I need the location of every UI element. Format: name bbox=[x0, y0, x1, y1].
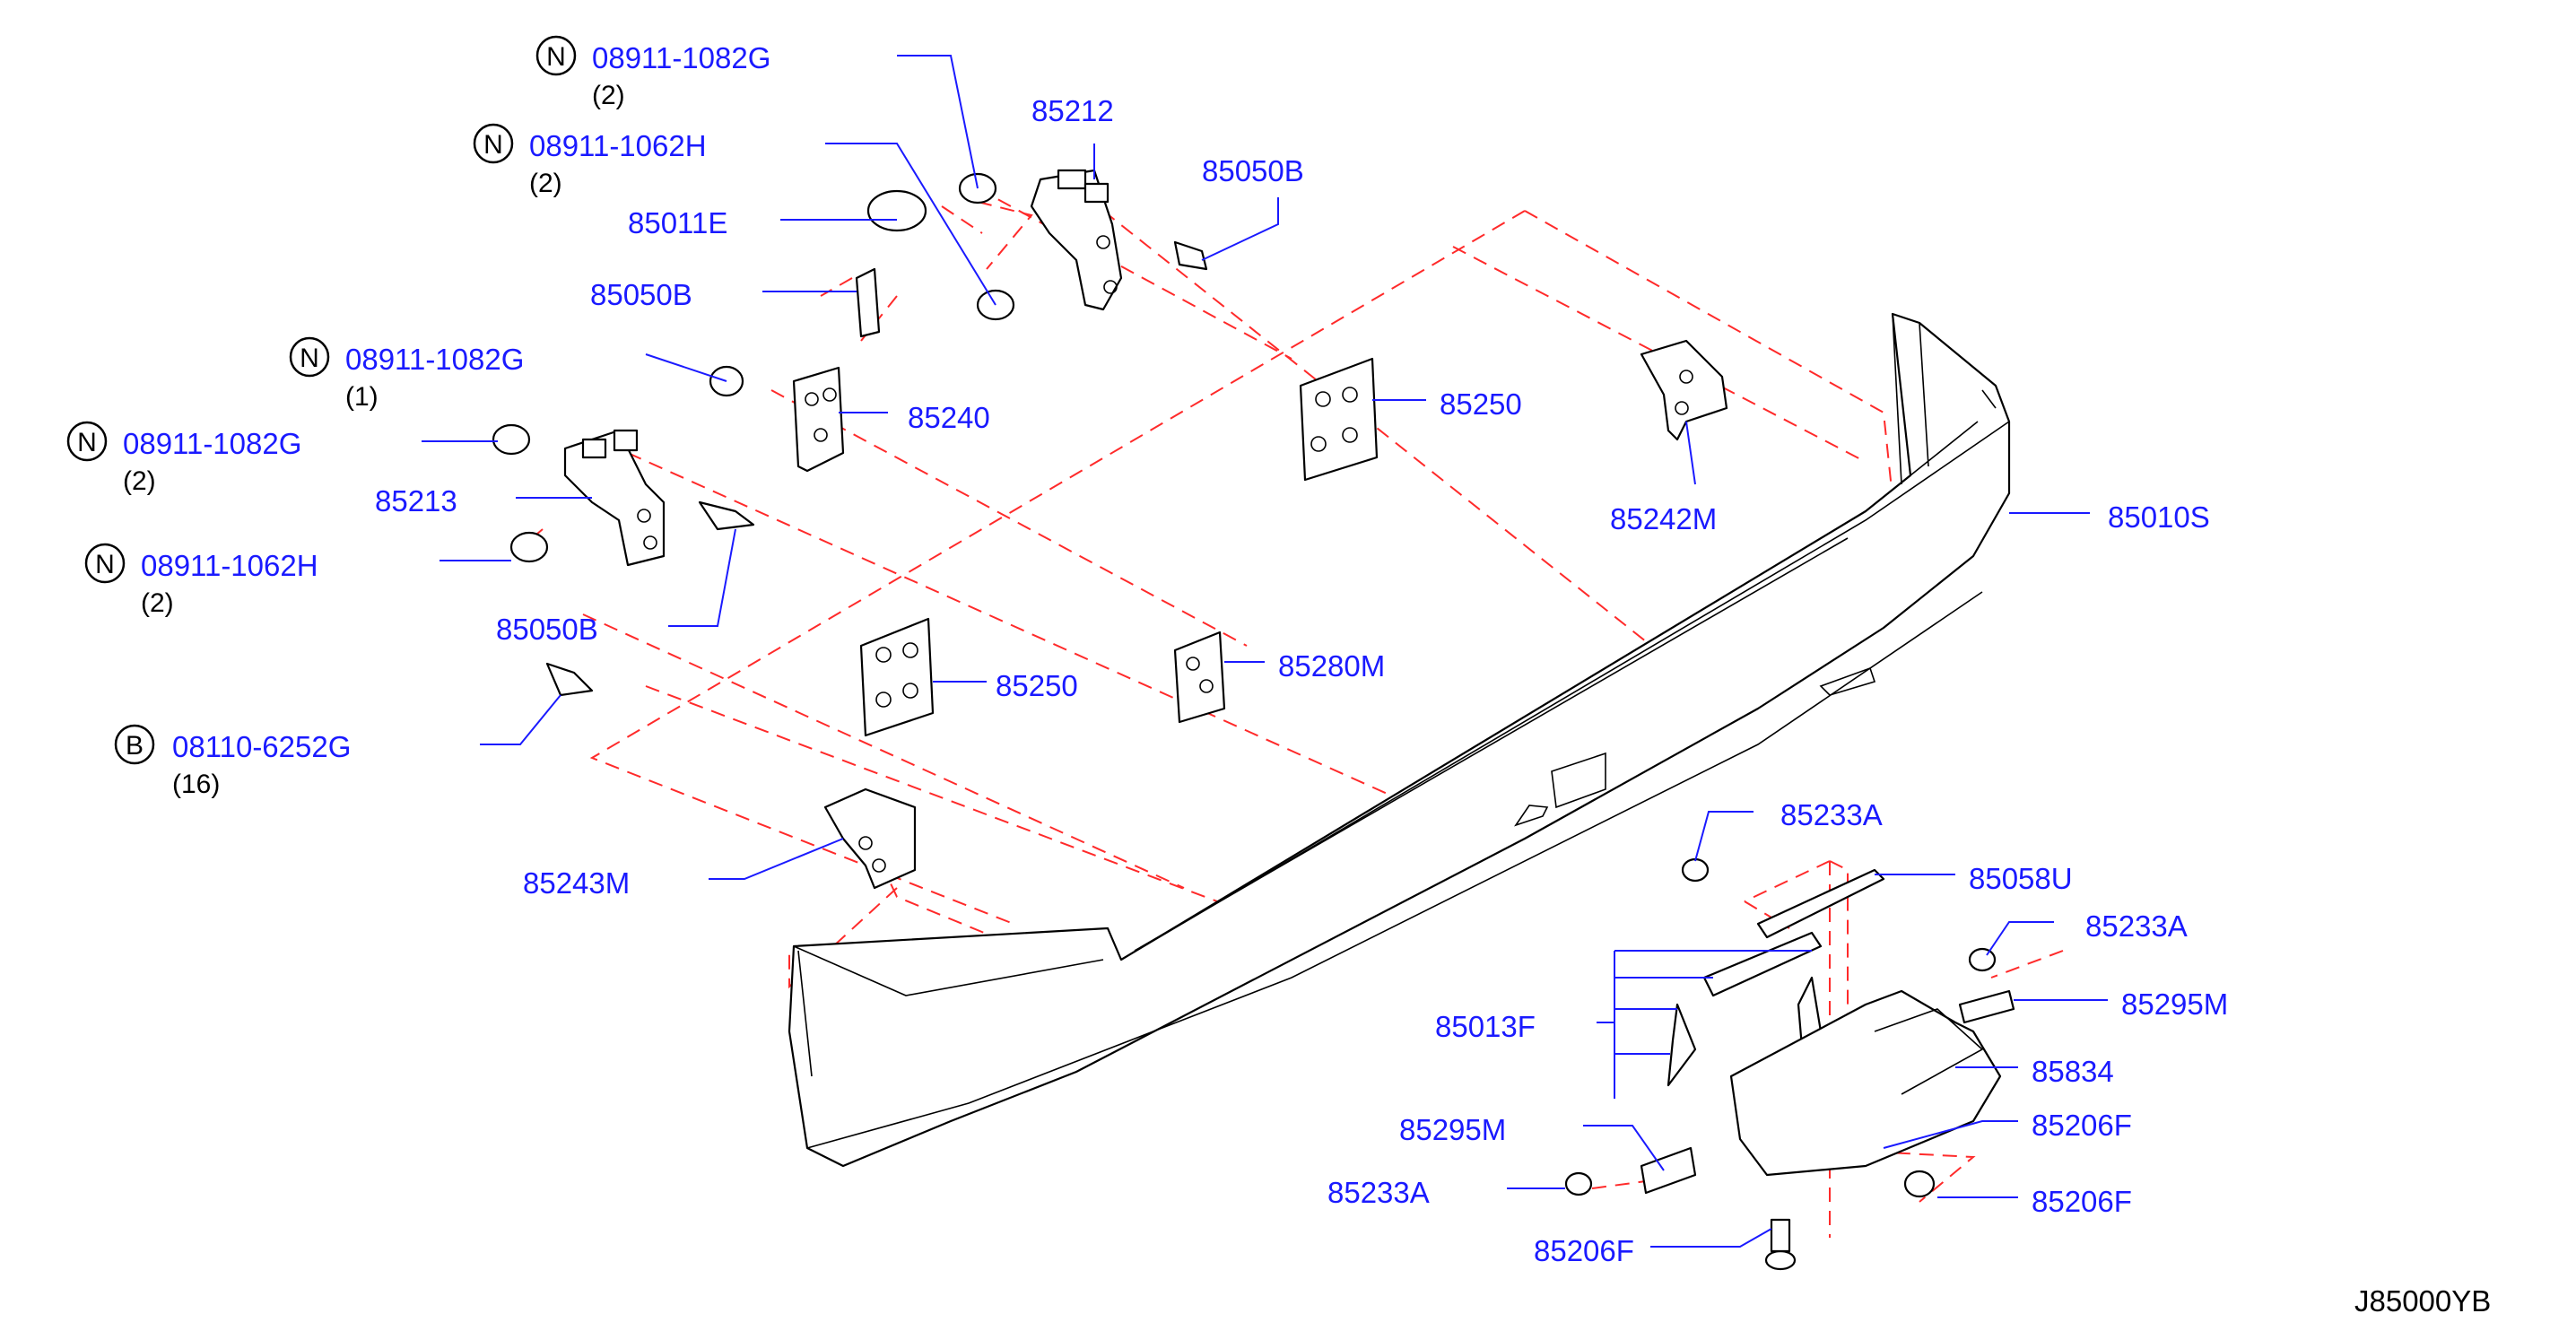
bracket-85240 bbox=[792, 366, 845, 473]
badge-p7: N bbox=[289, 336, 330, 378]
part-label-85010S[interactable]: 85010S bbox=[2108, 500, 2210, 534]
badge-p2: N bbox=[473, 123, 514, 164]
bracket-85213 bbox=[563, 429, 666, 567]
part-label-08911-1062H[interactable]: 08911-1062H bbox=[529, 129, 707, 162]
part-label-85295M[interactable]: 85295M bbox=[2121, 987, 2228, 1021]
part-qty: (1) bbox=[345, 382, 379, 412]
part-label-08110-6252G[interactable]: 08110-6252G bbox=[172, 730, 351, 763]
part-label-85243M[interactable]: 85243M bbox=[523, 866, 630, 900]
leader-lines bbox=[422, 55, 2108, 1248]
part-label-85206F[interactable]: 85206F bbox=[2032, 1185, 2132, 1218]
nuts-and-bolts bbox=[492, 172, 1997, 1271]
badge-letter: N bbox=[483, 130, 503, 160]
part-label-85212[interactable]: 85212 bbox=[1031, 94, 1114, 127]
part-label-85206F[interactable]: 85206F bbox=[2032, 1109, 2132, 1142]
part-label-85213[interactable]: 85213 bbox=[375, 484, 457, 518]
part-label-85050B[interactable]: 85050B bbox=[496, 613, 598, 646]
part-label-85233A[interactable]: 85233A bbox=[1780, 798, 1883, 831]
bracket-85243M bbox=[823, 787, 917, 890]
plate-85280M bbox=[1173, 631, 1226, 724]
plate-85250-upper bbox=[1299, 357, 1379, 482]
part-qty: (2) bbox=[529, 169, 562, 198]
bracket-85242M bbox=[1640, 339, 1728, 441]
part-qty: (16) bbox=[172, 770, 220, 799]
badge-letter: B bbox=[126, 731, 144, 761]
plate-85250-lower bbox=[859, 617, 935, 737]
part-label-85050B[interactable]: 85050B bbox=[1202, 154, 1304, 187]
bracket-85212 bbox=[1030, 169, 1123, 311]
part-label-85233A[interactable]: 85233A bbox=[2085, 909, 2188, 943]
part-label-85050B[interactable]: 85050B bbox=[590, 278, 692, 311]
diagram-code: J85000YB bbox=[2354, 1284, 2491, 1318]
part-label-85834[interactable]: 85834 bbox=[2032, 1055, 2114, 1088]
badge-letter: N bbox=[77, 428, 97, 457]
badge-letter: N bbox=[300, 344, 319, 373]
part-label-08911-1082G[interactable]: 08911-1082G bbox=[123, 427, 301, 460]
part-label-85011E[interactable]: 85011E bbox=[628, 206, 727, 239]
badge-p13: N bbox=[84, 543, 126, 584]
part-label-85250[interactable]: 85250 bbox=[1440, 387, 1522, 421]
brackets-lower-right bbox=[1640, 868, 2015, 1195]
part-label-08911-1082G[interactable]: 08911-1082G bbox=[345, 343, 524, 376]
part-label-85250[interactable]: 85250 bbox=[996, 669, 1078, 702]
badge-p18: B bbox=[114, 724, 155, 765]
part-label-85206F[interactable]: 85206F bbox=[1534, 1234, 1634, 1267]
part-qty: (2) bbox=[123, 466, 156, 496]
badge-letter: N bbox=[546, 42, 566, 72]
part-label-85013F[interactable]: 85013F bbox=[1435, 1010, 1536, 1043]
badge-p11: N bbox=[66, 421, 108, 462]
badge-p1: N bbox=[535, 35, 577, 76]
part-label-85242M[interactable]: 85242M bbox=[1610, 502, 1717, 535]
badge-letter: N bbox=[95, 550, 115, 579]
part-label-85295M[interactable]: 85295M bbox=[1399, 1113, 1506, 1146]
bumper-fascia bbox=[788, 312, 2011, 1168]
part-qty: (2) bbox=[592, 81, 625, 110]
part-label-08911-1082G[interactable]: 08911-1082G bbox=[592, 41, 770, 74]
part-label-85058U[interactable]: 85058U bbox=[1969, 862, 2073, 895]
part-label-85240[interactable]: 85240 bbox=[908, 401, 990, 434]
part-label-85233A[interactable]: 85233A bbox=[1327, 1176, 1430, 1209]
part-label-85280M[interactable]: 85280M bbox=[1278, 649, 1385, 683]
part-qty: (2) bbox=[141, 588, 174, 618]
part-label-08911-1062H[interactable]: 08911-1062H bbox=[141, 549, 318, 582]
